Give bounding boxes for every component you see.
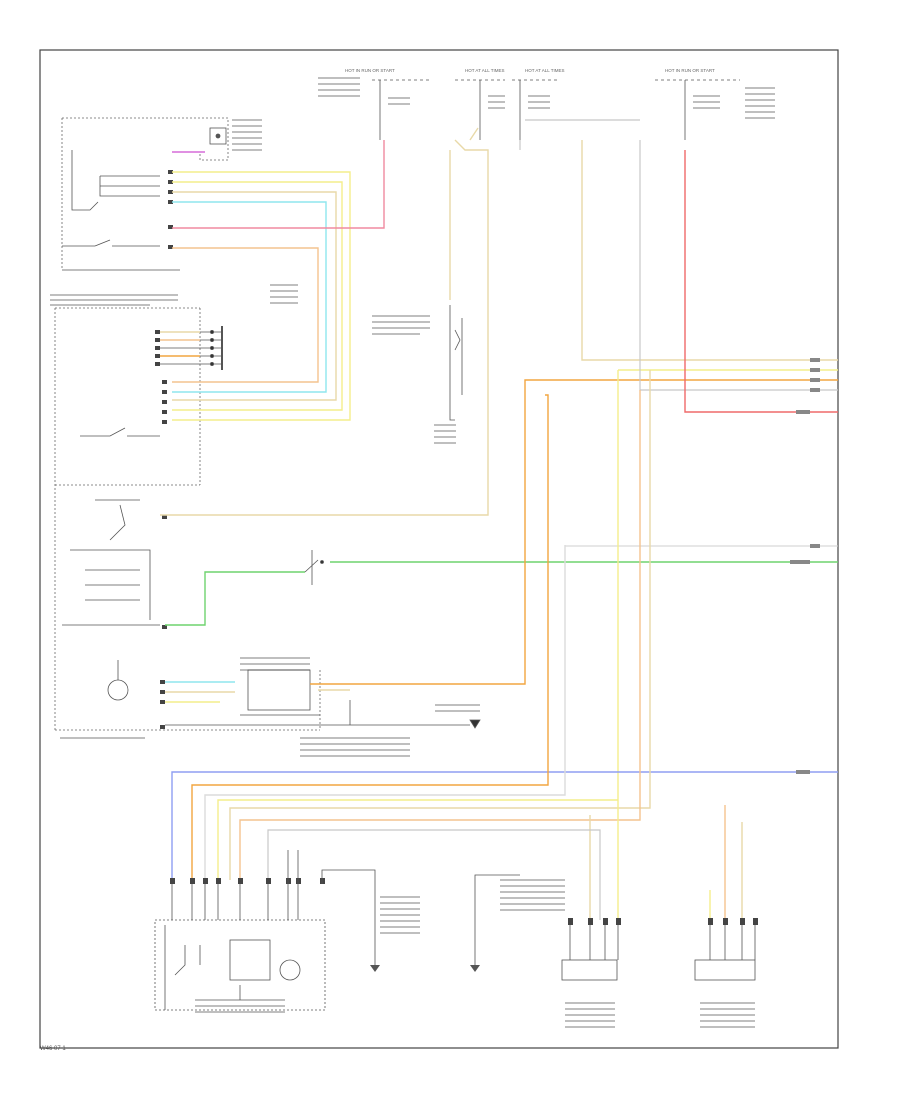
wire-orange-hvac <box>310 379 838 685</box>
ground-g2-symbol <box>165 700 481 729</box>
fuse-label-left: HOT IN RUN OR START <box>345 68 395 73</box>
wire-blue <box>171 771 838 880</box>
footer-code: W46 07 1 <box>40 1046 66 1052</box>
wire-peach <box>172 247 319 383</box>
top-fuse-mid-1: HOT AT ALL TIMES <box>455 68 505 140</box>
wire-tan-bus <box>172 191 337 401</box>
ground-g3-symbol <box>470 965 480 972</box>
wire-gray-mode <box>267 829 601 920</box>
blower-leads <box>171 850 376 965</box>
wire-cyan <box>172 201 327 393</box>
mode-actuator-wire <box>474 874 520 965</box>
wire-gray-left-top <box>519 119 640 150</box>
blower-motor-assembly <box>154 919 326 1011</box>
wire-pink <box>172 140 385 229</box>
ground-symbol-upper <box>209 127 227 145</box>
wire-gray-right <box>639 140 838 391</box>
module-internal-switches <box>62 150 180 701</box>
fuse-label-mid-1: HOT AT ALL TIMES <box>465 68 505 73</box>
top-fuse-right: HOT IN RUN OR START <box>655 68 740 140</box>
fuse-label-right: HOT IN RUN OR START <box>665 68 715 73</box>
top-fuse-mid-2: HOT AT ALL TIMES <box>512 68 565 140</box>
air-mix-actuator <box>694 925 756 981</box>
diagram-frame <box>39 49 839 1049</box>
compressor-switch <box>304 550 324 585</box>
wire-tan-right <box>581 140 838 361</box>
blower-connector-pins <box>170 878 325 884</box>
right-edge-markers <box>790 358 820 774</box>
blower-resistor-box <box>240 669 320 716</box>
actuator-pins <box>568 918 758 925</box>
wire-yellow-right <box>617 369 838 800</box>
wire-yellow-bus <box>172 171 351 421</box>
evaporator-sensor <box>449 305 463 421</box>
wire-bundle-bottom <box>191 370 743 920</box>
left-connector-pins <box>155 170 173 729</box>
left-control-module <box>54 117 321 731</box>
fine-print-blocks <box>50 77 775 1028</box>
wire-red-right <box>684 150 838 413</box>
top-fuse-left: HOT IN RUN OR START <box>345 68 430 140</box>
wire-blower-inputs <box>165 681 235 703</box>
wire-tan-hvac <box>160 127 489 516</box>
ground-g1-symbol <box>370 965 380 972</box>
mode-actuator <box>561 925 619 981</box>
wire-green <box>165 561 838 626</box>
wire-small-colored <box>160 331 200 357</box>
fuse-label-mid-2: HOT AT ALL TIMES <box>525 68 565 73</box>
